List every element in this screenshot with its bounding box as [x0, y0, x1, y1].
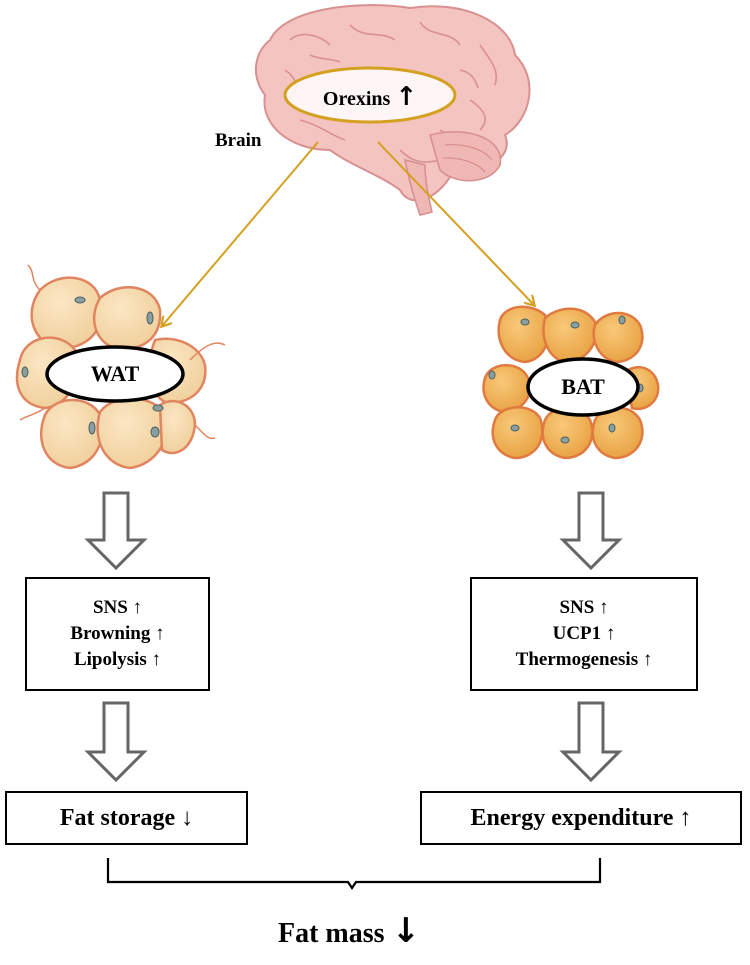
orexins-label: Orexins ↑ [300, 82, 440, 112]
wat-effect-sns: SNS ↑ [92, 597, 143, 618]
bat-effect-sns: SNS ↑ [559, 597, 609, 618]
bat-hollow-arrow-1 [559, 491, 623, 571]
wat-nuclei [21, 296, 164, 438]
bat-oval [526, 357, 640, 417]
wat-hollow-arrow-2 [84, 701, 148, 783]
orexins-up-arrow: ↑ [395, 82, 418, 112]
brain-label: Brain [215, 130, 262, 151]
bat-hollow-arrow-2 [559, 701, 623, 783]
bottom-bracket [106, 858, 602, 890]
orexins-oval [283, 66, 457, 124]
fat-mass-label: Fat mass [278, 918, 385, 949]
wat-effects-box: SNS ↑ Browning ↑ Lipolysis ↑ [25, 577, 210, 691]
bat-label: BAT [561, 374, 605, 399]
fat-mass-down-arrow: ↓ [391, 911, 421, 951]
bat-effect-thermogenesis: Thermogenesis ↑ [515, 649, 653, 670]
wat-label: WAT [90, 361, 140, 386]
bat-effects-box: SNS ↑ UCP1 ↑ Thermogenesis ↑ [470, 577, 698, 691]
wat-outcome-box: Fat storage ↓ [5, 791, 248, 845]
wat-effect-browning: Browning ↑ [70, 623, 165, 644]
wat-fibers [19, 264, 226, 440]
wat-effect-lipolysis: Lipolysis ↑ [73, 649, 162, 670]
bat-cell-cluster [482, 305, 660, 460]
wat-hollow-arrow-1 [84, 491, 148, 571]
bat-effect-ucp1: UCP1 ↑ [552, 623, 616, 644]
wat-oval [45, 345, 185, 403]
brain-to-wat-arrow [162, 141, 319, 326]
fat-mass-result: Fat mass ↓ [278, 911, 420, 951]
bat-outcome-box: Energy expenditure ↑ [420, 791, 742, 845]
brain-to-bat-arrow [377, 141, 534, 305]
orexins-text: Orexins [322, 88, 391, 110]
